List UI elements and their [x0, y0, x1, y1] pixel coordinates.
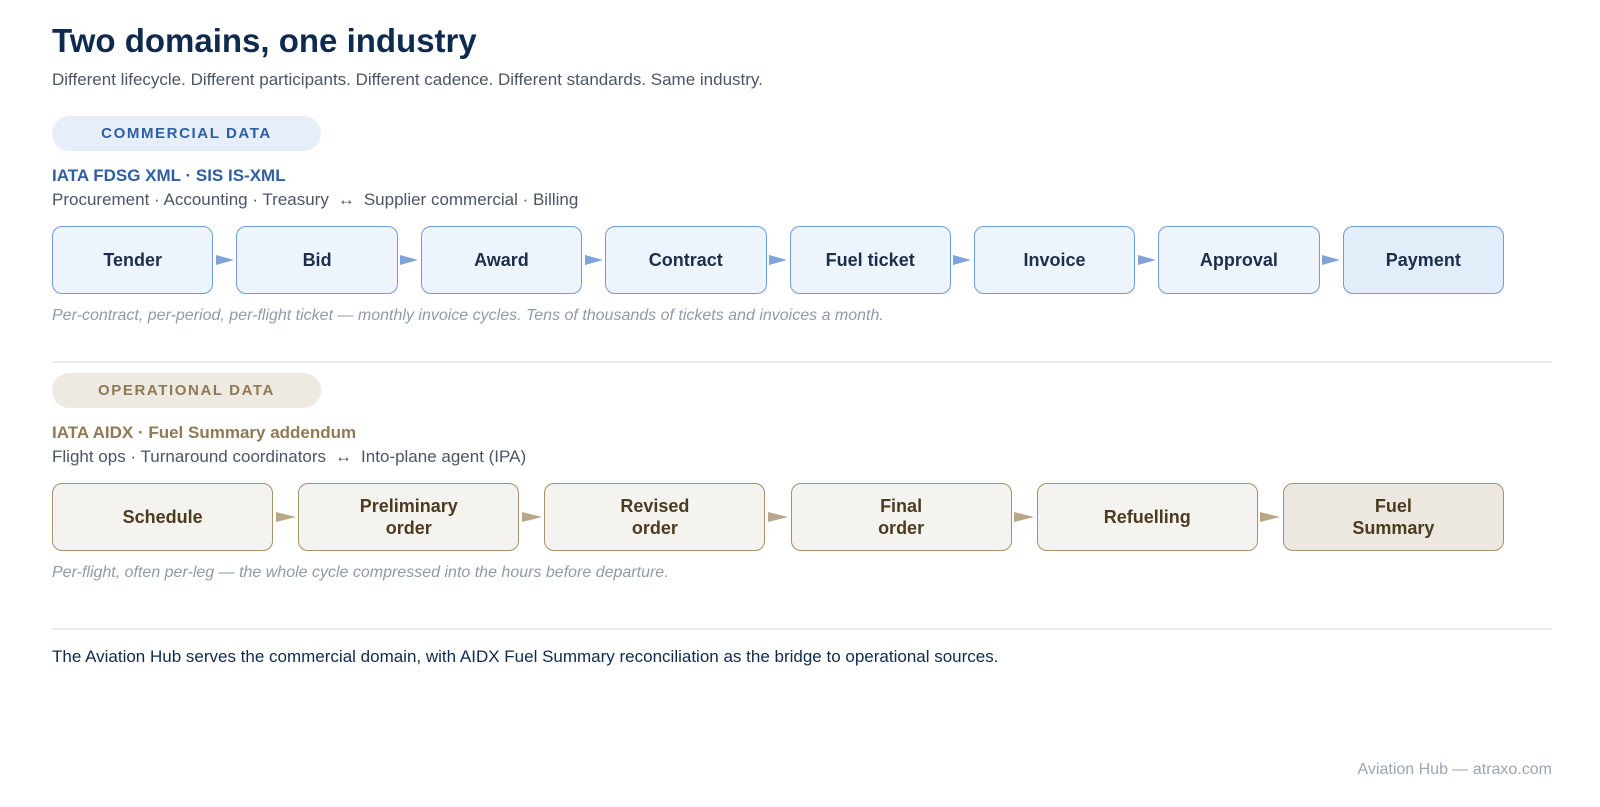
- flow-arrow-icon: [1137, 255, 1156, 265]
- commercial-step-2: Bid: [236, 226, 398, 294]
- section-divider: [52, 361, 1552, 363]
- flow-arrow-icon: [215, 255, 234, 265]
- commercial-pill: COMMERCIAL DATA: [52, 116, 321, 151]
- operational-participants-left: Flight ops · Turnaround coordinators: [52, 447, 327, 466]
- flow-arrow-icon: [1014, 512, 1035, 522]
- conclusion-text: The Aviation Hub serves the commercial d…: [52, 647, 999, 666]
- flow-arrow-icon: [521, 512, 542, 522]
- flow-arrow-icon: [584, 255, 603, 265]
- commercial-standard: IATA FDSG XML · SIS IS-XML: [52, 166, 286, 185]
- operational-step-3: Revised order: [544, 483, 766, 551]
- operational-participants: Flight ops · Turnaround coordinators ↔ Int…: [52, 447, 526, 467]
- operational-standard: IATA AIDX · Fuel Summary addendum: [52, 423, 357, 442]
- commercial-step-5: Fuel ticket: [789, 226, 951, 294]
- commercial-participants: Procurement · Accounting · Treasury ↔ Supp…: [52, 190, 578, 210]
- section-divider: [52, 628, 1552, 630]
- commercial-note: Per-contract, per-period, per-flight tic…: [52, 307, 884, 324]
- flow-arrow-icon: [769, 255, 787, 265]
- flow-arrow-icon: [953, 255, 972, 265]
- page-title: Two domains, one industry: [52, 22, 477, 59]
- commercial-step-7: Approval: [1158, 226, 1320, 294]
- commercial-step-1: Tender: [52, 226, 214, 294]
- operational-participants-right: Into-plane agent (IPA): [361, 447, 527, 466]
- bidirectional-arrow-icon: ↔: [337, 190, 355, 209]
- operational-step-6: Fuel Summary: [1282, 483, 1504, 551]
- commercial-participants-left: Procurement · Accounting · Treasury: [52, 190, 329, 209]
- operational-flow: Schedule Preliminary order Revised order Fi…: [52, 483, 1552, 551]
- operational-note: Per-flight, often per-leg — the whole cy…: [52, 564, 669, 581]
- commercial-participants-right: Supplier commercial · Billing: [363, 190, 579, 209]
- footer-credit: Aviation Hub — atraxo.com: [1357, 761, 1552, 778]
- operational-step-1: Schedule: [52, 483, 274, 551]
- operational-step-4: Final order: [790, 483, 1012, 551]
- operational-step-2: Preliminary order: [298, 483, 520, 551]
- commercial-flow: Tender Bid Award Contract Fuel ticket Invoice…: [52, 226, 1552, 294]
- commercial-step-3: Award: [420, 226, 583, 294]
- commercial-step-4: Contract: [605, 226, 767, 294]
- flow-arrow-icon: [400, 255, 419, 265]
- operational-step-5: Refuelling: [1036, 483, 1258, 551]
- flow-arrow-icon: [1260, 512, 1281, 522]
- operational-pill: OPERATIONAL DATA: [52, 373, 321, 408]
- bidirectional-arrow-icon: ↔: [335, 447, 353, 466]
- commercial-step-6: Invoice: [973, 226, 1136, 294]
- commercial-step-8: Payment: [1342, 226, 1504, 294]
- flow-arrow-icon: [275, 512, 296, 522]
- flow-arrow-icon: [1322, 255, 1341, 265]
- flow-arrow-icon: [768, 512, 788, 522]
- page-subtitle: Different lifecycle. Different participa…: [52, 70, 763, 89]
